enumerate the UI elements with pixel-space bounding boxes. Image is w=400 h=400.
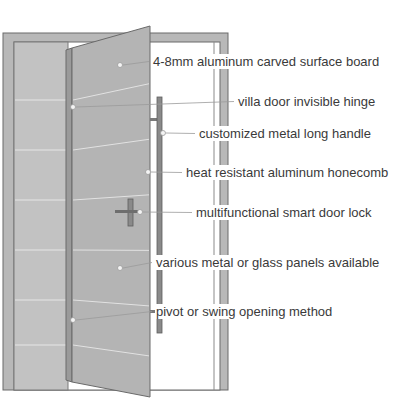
part-label: customized metal long handle: [198, 126, 372, 141]
leaf-edge: [66, 48, 72, 382]
leader-line: [151, 172, 182, 174]
part-label: heat resistant aluminum honecomb: [185, 165, 389, 180]
callout-dot: [146, 170, 151, 175]
groove-line: [73, 250, 149, 251]
part-label: pivot or swing opening method: [155, 304, 333, 319]
groove-line: [15, 150, 67, 151]
door-leaf: [72, 26, 150, 397]
part-label: various metal or glass panels available: [155, 255, 380, 270]
groove-line: [73, 300, 149, 306]
callout-dot: [138, 210, 143, 215]
part-label: multifunctional smart door lock: [195, 205, 373, 220]
groove-line: [15, 200, 67, 201]
callout-dot: [71, 105, 76, 110]
leader-line: [123, 62, 149, 66]
groove-line: [73, 139, 149, 150]
inner-panel: [14, 42, 68, 390]
part-label: villa door invisible hinge: [237, 94, 376, 109]
groove-line: [73, 345, 149, 356]
groove-line: [73, 84, 149, 100]
groove-line: [73, 195, 149, 200]
callout-dot: [161, 131, 166, 136]
groove-line: [15, 250, 67, 251]
panel-grooves: [15, 100, 67, 345]
leader-line: [76, 102, 234, 108]
leaf-grooves: [73, 84, 149, 356]
part-label: 4-8mm aluminum carved surface board: [152, 54, 380, 69]
groove-line: [15, 345, 67, 346]
leader-line: [166, 133, 195, 135]
callout-dot: [118, 63, 123, 68]
callout-dot: [71, 318, 76, 323]
lock-lever: [115, 210, 141, 213]
leader-line: [76, 312, 152, 321]
leader-line: [123, 263, 152, 269]
leader-line: [143, 212, 192, 214]
groove-line: [15, 300, 67, 301]
groove-line: [15, 100, 67, 101]
callout-dot: [118, 266, 123, 271]
